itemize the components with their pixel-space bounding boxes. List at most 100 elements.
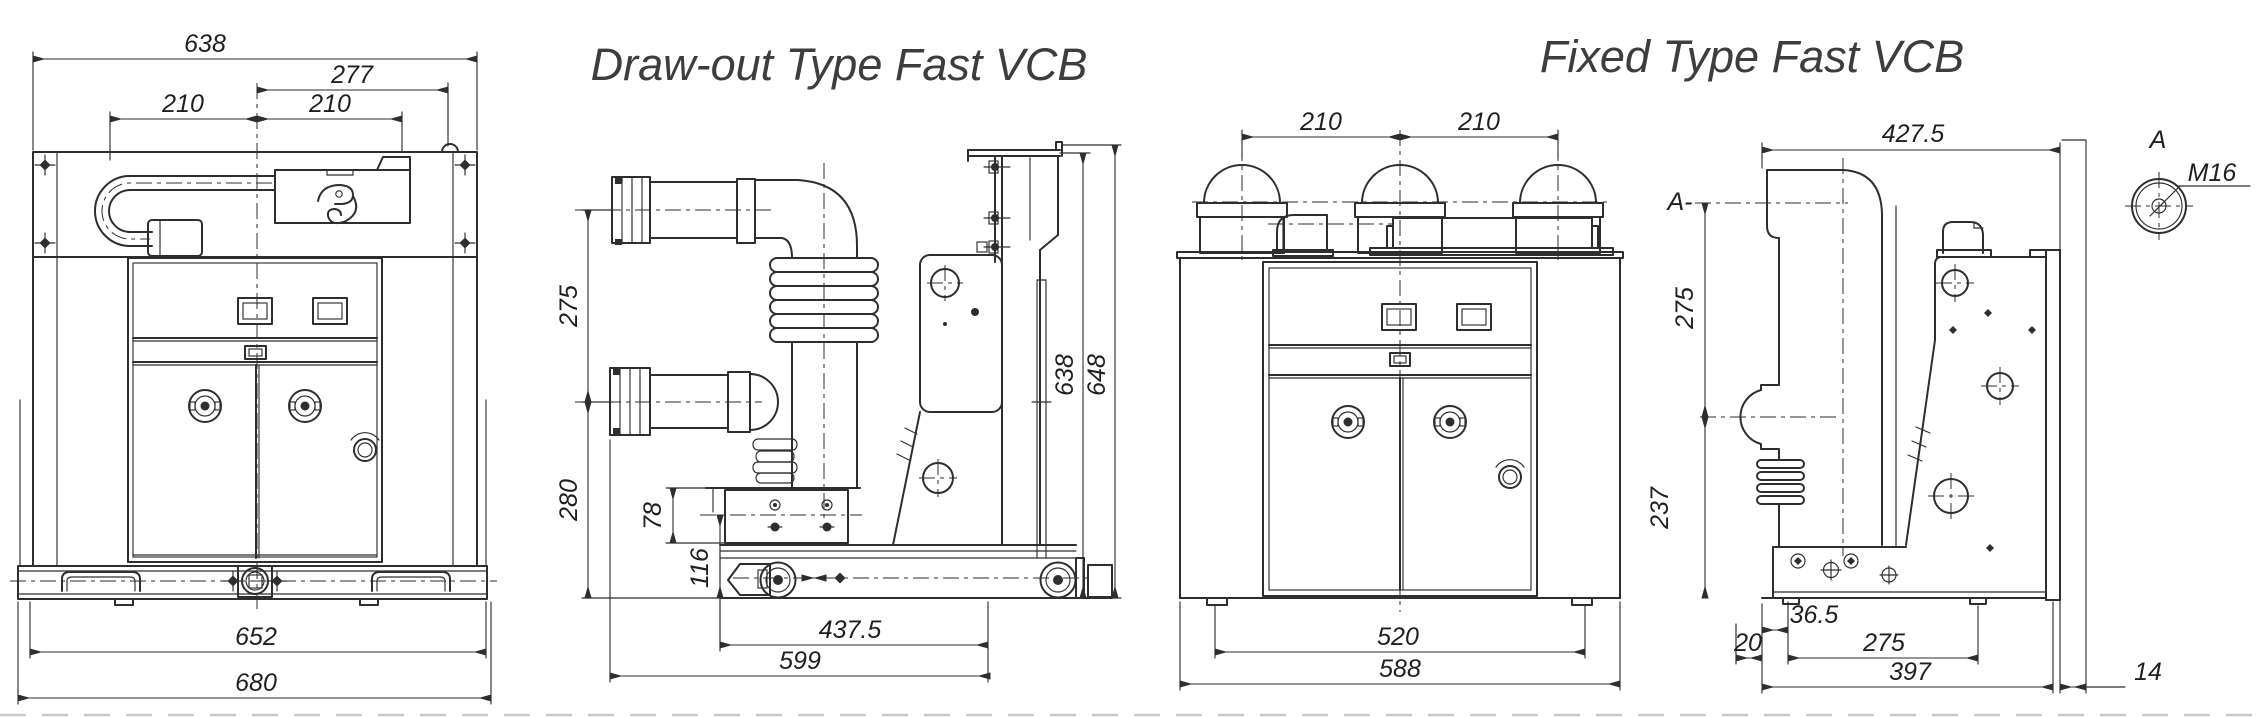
contact-spring <box>752 438 798 484</box>
cabinet-body <box>19 256 487 567</box>
indicator-window <box>237 297 273 325</box>
dim-d4-foot-offset: 36.5 <box>1790 601 1839 629</box>
door-lock <box>350 431 380 462</box>
mechanism-box <box>892 254 1003 546</box>
dim-d4-lower-height: 237 <box>1646 486 1674 530</box>
fixed-pole-profile <box>1739 169 1897 548</box>
door-lock <box>1495 458 1525 489</box>
foot <box>114 598 134 606</box>
pole-bellows <box>769 257 879 489</box>
elbow <box>754 179 859 259</box>
indicator-window <box>312 297 348 325</box>
dim-d2-overall-height: 648 <box>1083 354 1111 396</box>
dim-d2-bracket-height: 78 <box>639 502 667 530</box>
dim-d3-pitch-right: 210 <box>1457 108 1500 136</box>
handle-right <box>371 571 451 592</box>
elbow-stub <box>1272 214 1334 257</box>
dim-d4-front-edge: 20 <box>1733 629 1762 657</box>
dim-d4-top-depth: 427.5 <box>1882 120 1945 148</box>
fin <box>1756 459 1805 469</box>
dim-d3-overall-width: 588 <box>1379 655 1421 683</box>
interlock-latch <box>727 563 771 596</box>
chassis <box>719 544 1113 599</box>
drawing-fixed-side: 427.5 A- 275 237 36.5 20 275 397 14 <box>1646 120 2162 694</box>
flexible-loop-conduit <box>94 175 276 257</box>
foot <box>1206 597 1228 606</box>
foot <box>1969 597 1987 605</box>
dome-bushing <box>1354 164 1446 254</box>
dim-d1-overall-top: 638 <box>184 30 226 58</box>
dim-d2-body-height: 638 <box>1051 354 1079 396</box>
dim-d3-base-width: 520 <box>1377 623 1419 651</box>
frame-bolt <box>983 160 1011 174</box>
dome-bushings <box>1196 164 1614 257</box>
fixed-cabinet <box>1176 251 1624 606</box>
fin <box>1756 483 1805 493</box>
top-panel <box>32 143 478 258</box>
label-m16: M16 <box>2188 159 2237 187</box>
hook-clamp <box>274 156 411 225</box>
label-detail-a: A <box>2148 126 2167 154</box>
boss <box>1739 389 1762 445</box>
dim-d4-upper-height: 275 <box>1671 287 1699 330</box>
drawing-drawout-front: 638 277 210 210 652 680 <box>10 30 497 705</box>
operation-knob <box>288 389 322 423</box>
nameplate <box>244 345 267 360</box>
lower-bushing <box>609 367 779 436</box>
rear-mechanism-box <box>1905 221 2047 552</box>
dim-d1-offset: 277 <box>330 61 374 89</box>
title-fixed-type: Fixed Type Fast VCB <box>1540 31 1964 82</box>
base-bolt <box>1790 553 1806 569</box>
base-bolt <box>1820 559 1842 581</box>
dim-d4-base-depth: 397 <box>1889 658 1932 686</box>
dim-d2-inner-depth: 437.5 <box>819 616 882 644</box>
dim-d1-pitch-left: 210 <box>161 90 204 118</box>
foot <box>1571 597 1593 606</box>
upper-bushing <box>611 176 859 259</box>
label-section-a: A- <box>1666 188 1693 216</box>
mounting-hole <box>1935 263 1975 303</box>
base-bolt <box>1843 553 1859 569</box>
mounting-hole <box>1980 366 2020 406</box>
rear-bumper <box>1087 564 1113 598</box>
hook-eye <box>335 190 343 198</box>
drawing-fixed-front: 210 210 520 588 <box>1176 108 1624 691</box>
frame-bolt <box>976 240 1011 254</box>
dome-cap <box>749 373 779 431</box>
base-bolt <box>1879 565 1899 585</box>
dim-d2-chassis-height: 116 <box>686 548 714 588</box>
dim-d2-lower-height: 280 <box>555 479 583 522</box>
foot <box>1782 597 1800 605</box>
leader-line <box>2149 185 2181 217</box>
front-wheel <box>759 561 797 599</box>
top-bump <box>441 143 459 153</box>
dim-d3-pitch-left: 210 <box>1299 108 1342 136</box>
detail-a: A M16 <box>2125 126 2251 240</box>
operation-knob <box>188 389 222 423</box>
nameplate <box>1389 352 1411 367</box>
operation-knob <box>1331 405 1365 439</box>
fin <box>1756 495 1805 505</box>
junction-bracket <box>705 487 861 544</box>
base-channel <box>1761 546 2047 605</box>
dim-d1-pitch-right: 210 <box>308 90 351 118</box>
dim-d4-mounting-pitch: 275 <box>1862 629 1905 657</box>
fin <box>1756 471 1805 481</box>
operation-knob <box>1433 405 1467 439</box>
dim-d2-upper-height: 275 <box>555 285 583 328</box>
top-dome <box>1942 221 1984 254</box>
dim-d1-base-width: 652 <box>235 623 277 651</box>
dim-d2-overall-depth: 599 <box>779 647 821 675</box>
indicator-window <box>1381 303 1417 331</box>
drawing-drawout-side: 275 280 78 116 437.5 599 638 648 <box>555 141 1122 683</box>
handle-left <box>61 571 141 592</box>
rear-frame <box>967 141 1063 559</box>
heat-sink-fins <box>1369 217 1614 256</box>
foot <box>359 598 379 606</box>
dim-d1-overall-bottom: 680 <box>235 669 277 697</box>
dim-d4-rear-plate: 14 <box>2134 658 2162 686</box>
rear-wheel <box>1039 561 1077 599</box>
title-draw-out-type: Draw-out Type Fast VCB <box>591 39 1088 90</box>
indicator-window <box>1456 303 1492 331</box>
